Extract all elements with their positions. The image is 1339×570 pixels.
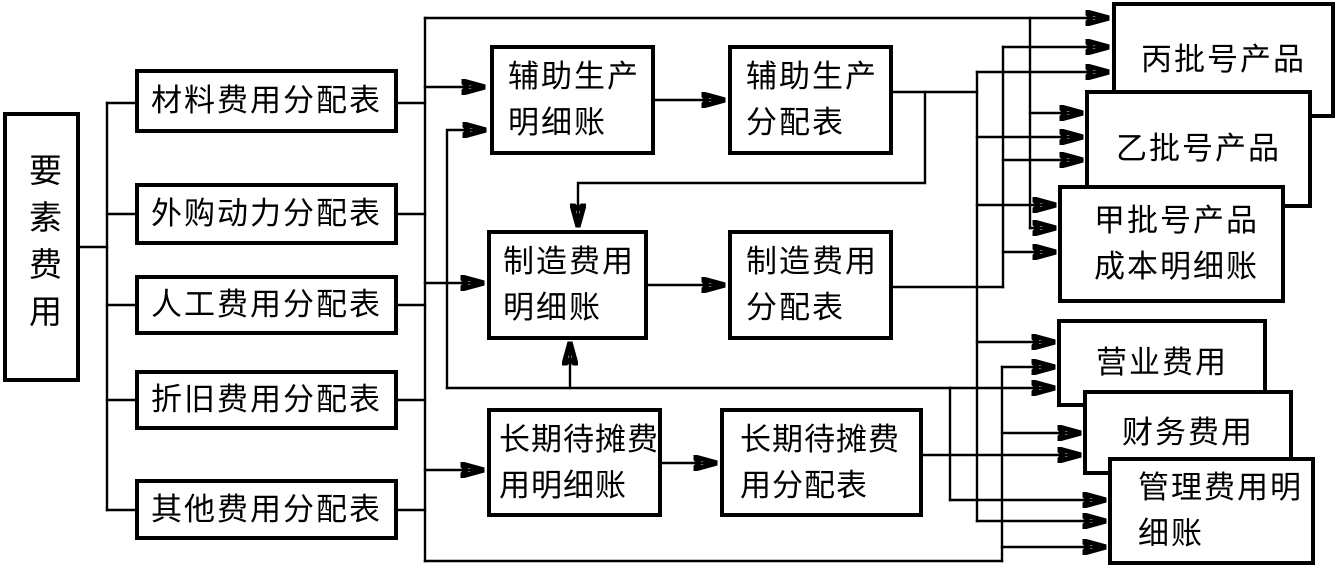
mfg-alloc-distribution <box>891 47 1108 289</box>
main-bus <box>423 18 1108 563</box>
aux-alloc-distribution <box>578 72 1108 521</box>
lt-deferred-alloc-line2: 用分配表 <box>740 467 868 503</box>
node-aux-production-ledger: 辅助生产 明细账 <box>490 45 655 155</box>
node-other-cost-allocation-table: 其他费用分配表 <box>135 479 398 540</box>
ledger-to-alloc-arrows <box>646 100 724 463</box>
node-depreciation-allocation-table: 折旧费用分配表 <box>135 370 398 430</box>
batch-a-line1: 甲批号产品 <box>1094 203 1259 238</box>
node-labor-cost-allocation-table: 人工费用分配表 <box>135 275 398 335</box>
other-table-label: 其他费用分配表 <box>151 491 382 527</box>
batch-a-line2: 成本明细账 <box>1094 249 1259 284</box>
node-mfg-overhead-allocation-table: 制造费用 分配表 <box>728 230 893 340</box>
admin-expense-line1: 管理费用明 <box>1138 470 1303 505</box>
table-output-connectors <box>396 101 427 512</box>
aux-production-ledger-line2: 明细账 <box>508 105 607 140</box>
mfg-overhead-ledger-line2: 明细账 <box>503 290 602 325</box>
labor-table-label: 人工费用分配表 <box>151 287 382 322</box>
node-mfg-overhead-ledger: 制造费用 明细账 <box>487 230 648 340</box>
edge-lt-alloc-to-aux-ledger <box>445 130 485 390</box>
node-admin-expense-ledger: 管理费用明 细账 <box>1108 457 1315 565</box>
node-purchased-power-allocation-table: 外购动力分配表 <box>135 183 398 245</box>
node-lt-deferred-ledger: 长期待摊费 用明细账 <box>487 408 662 517</box>
node-batch-a-product-cost-ledger: 甲批号产品 成本明细账 <box>1058 185 1285 303</box>
mfg-overhead-alloc-line2: 分配表 <box>746 290 845 325</box>
node-aux-production-allocation-table: 辅助生产 分配表 <box>728 45 893 155</box>
aux-production-alloc-line1: 辅助生产 <box>746 59 878 94</box>
financial-expense-label: 财务费用 <box>1122 414 1254 450</box>
element-cost-label: 要素费用 <box>23 153 60 341</box>
node-lt-deferred-allocation-table: 长期待摊费 用分配表 <box>720 408 923 517</box>
depreciation-table-label: 折旧费用分配表 <box>151 382 382 417</box>
batch-c-label: 丙批号产品 <box>1141 42 1306 77</box>
node-material-cost-allocation-table: 材料费用分配表 <box>135 69 398 133</box>
lt-alloc-distribution <box>445 130 1105 500</box>
lt-deferred-ledger-line1: 长期待摊费 <box>499 421 659 457</box>
lt-deferred-ledger-line2: 用明细账 <box>499 467 627 503</box>
aux-production-ledger-line1: 辅助生产 <box>508 59 640 94</box>
operating-expense-label: 营业费用 <box>1096 345 1228 380</box>
aux-production-alloc-line2: 分配表 <box>746 105 845 140</box>
batch-b-label: 乙批号产品 <box>1116 131 1281 166</box>
material-table-label: 材料费用分配表 <box>151 83 382 118</box>
power-table-label: 外购动力分配表 <box>151 196 382 231</box>
direct-cost-bus <box>1028 16 1082 228</box>
mfg-overhead-ledger-line1: 制造费用 <box>503 244 635 279</box>
node-element-cost: 要素费用 <box>3 112 80 382</box>
source-connectors <box>78 101 137 512</box>
mfg-overhead-alloc-line1: 制造费用 <box>746 244 878 279</box>
admin-expense-line2: 细账 <box>1138 516 1204 551</box>
edge-aux-alloc-to-mfg-ledger <box>578 90 927 226</box>
lt-deferred-alloc-line1: 长期待摊费 <box>740 421 900 457</box>
